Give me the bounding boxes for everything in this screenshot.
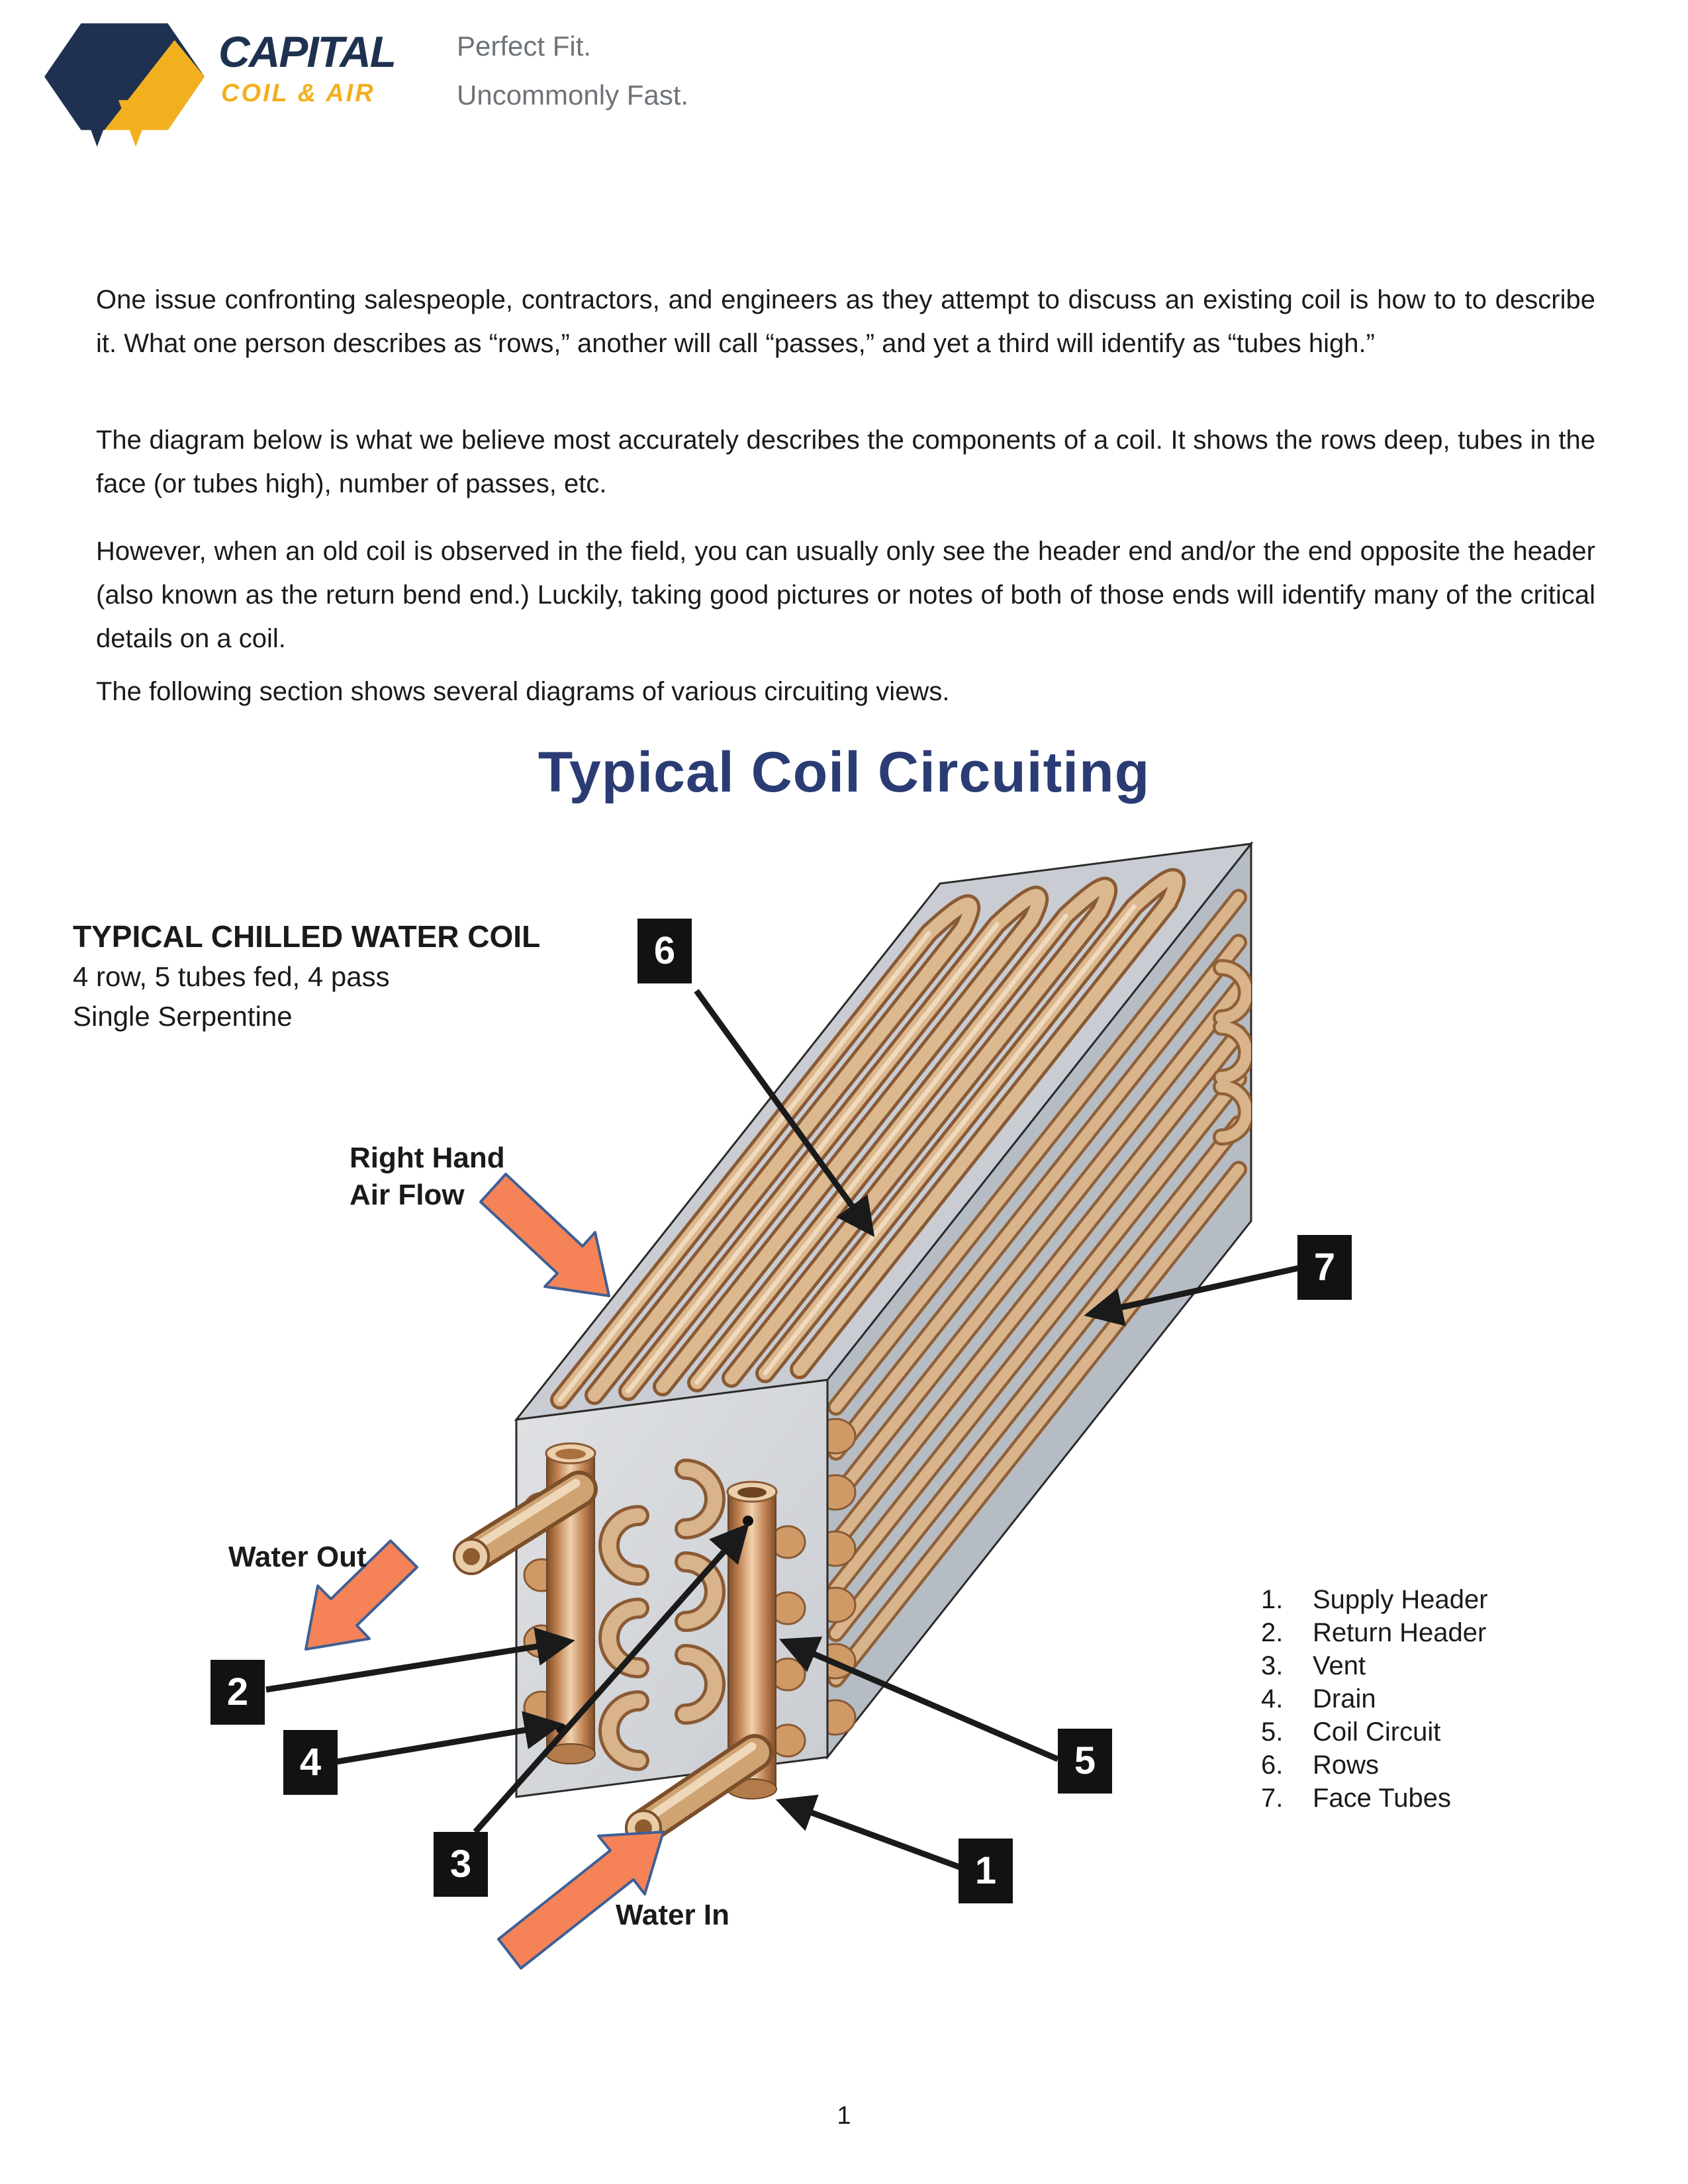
airflow-label-line1: Right Hand: [350, 1142, 505, 1174]
legend-number: 2.: [1261, 1618, 1284, 1647]
legend-label: Face Tubes: [1313, 1784, 1452, 1813]
coil-top-face: [514, 842, 1254, 1421]
company-logo-icon: [44, 23, 205, 147]
callout-box-7: 7: [1297, 1235, 1352, 1300]
tagline-line1: Perfect Fit.: [457, 30, 592, 62]
legend-label: Supply Header: [1313, 1585, 1488, 1614]
legend-label: Return Header: [1313, 1618, 1487, 1647]
callout-box-2: 2: [211, 1660, 265, 1725]
legend-item: 1. Supply Header: [1261, 1583, 1488, 1616]
legend-number: 5.: [1261, 1717, 1284, 1747]
legend-number: 4.: [1261, 1684, 1284, 1713]
intro-paragraph-4: The following section shows several diag…: [96, 677, 950, 706]
callout-box-4: 4: [283, 1730, 338, 1795]
legend-label: Rows: [1313, 1751, 1380, 1780]
leader-arrow-6: [694, 989, 875, 1238]
airflow-label-line2: Air Flow: [350, 1179, 465, 1211]
legend-number: 6.: [1261, 1751, 1284, 1780]
water-out-label: Water Out: [228, 1541, 367, 1573]
legend-item: 5. Coil Circuit: [1261, 1715, 1488, 1749]
water-out-arrow: [305, 1539, 418, 1651]
hairpin-tubes: [550, 868, 1186, 1410]
diagram-heading: TYPICAL CHILLED WATER COIL: [73, 919, 541, 954]
diagram-legend: 1. Supply Header 2. Return Header 3. Ven…: [1261, 1583, 1488, 1815]
legend-item: 4. Drain: [1261, 1682, 1488, 1715]
legend-item: 3. Vent: [1261, 1649, 1488, 1682]
legend-item: 2. Return Header: [1261, 1616, 1488, 1649]
leader-arrow-7: [1084, 1265, 1299, 1326]
airflow-arrow: [479, 1173, 610, 1297]
vent-dot: [743, 1516, 753, 1526]
section-title: Typical Coil Circuiting: [538, 741, 1150, 804]
water-in-label: Water In: [616, 1899, 729, 1931]
intro-paragraph-2: The diagram below is what we believe mos…: [96, 426, 1595, 498]
callout-box-5: 5: [1058, 1729, 1112, 1794]
serpentine-bends: [598, 1459, 726, 1771]
logo-division-text: COIL & AIR: [221, 79, 375, 107]
legend-number: 3.: [1261, 1651, 1284, 1680]
legend-label: Coil Circuit: [1313, 1717, 1441, 1747]
water-in-pipe: [625, 1734, 773, 1846]
water-out-pipe: [453, 1471, 598, 1575]
legend-label: Vent: [1313, 1651, 1366, 1680]
logo-brand-text: CAPITAL: [218, 27, 397, 76]
face-tubes: [827, 889, 1251, 1688]
leader-arrow-5: [778, 1636, 1059, 1762]
coil-side-face: [826, 841, 1252, 1760]
leader-arrow-3: [473, 1523, 749, 1834]
legend-number: 7.: [1261, 1784, 1284, 1813]
leader-arrow-2: [265, 1627, 575, 1693]
tagline-line2: Uncommonly Fast.: [457, 79, 689, 111]
leader-arrow-1: [775, 1794, 962, 1871]
page-number: 1: [837, 2102, 851, 2130]
water-in-arrow: [497, 1831, 665, 1970]
intro-paragraph-1: One issue confronting salespeople, contr…: [96, 285, 1595, 358]
airflow-label: Right Hand Air Flow: [350, 1140, 505, 1214]
legend-label: Drain: [1313, 1684, 1376, 1713]
intro-paragraph-3: However, when an old coil is observed in…: [96, 537, 1595, 653]
legend-item: 7. Face Tubes: [1261, 1782, 1488, 1815]
diagram-spec-line1: 4 row, 5 tubes fed, 4 pass: [73, 961, 390, 992]
callout-box-1: 1: [959, 1839, 1013, 1903]
legend-item: 6. Rows: [1261, 1749, 1488, 1782]
callout-box-3: 3: [434, 1832, 488, 1897]
diagram-spec-line2: Single Serpentine: [73, 1001, 293, 1032]
callout-box-6: 6: [637, 919, 692, 983]
legend-number: 1.: [1261, 1585, 1284, 1614]
leader-arrow-4: [336, 1711, 563, 1765]
